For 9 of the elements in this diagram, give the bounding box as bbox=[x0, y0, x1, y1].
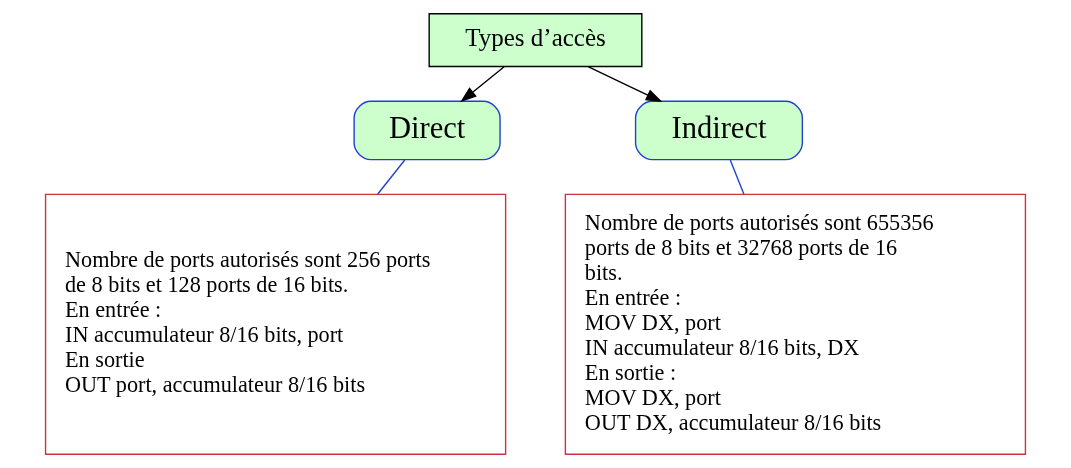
node-box: Nombre de ports autorisés sont 655356 ports de 8 bits et 32768 ports de 16 bits. En entrée : MOV DX, port IN accumulateur 8/16 bits, DX En sortie : MOV DX, port OUT DX, accumulateur 8/16 bits bbox=[564, 193, 1027, 455]
node-box: Direct bbox=[353, 100, 501, 161]
arrow bbox=[587, 65, 663, 103]
connector bbox=[377, 159, 406, 195]
arrow bbox=[460, 66, 505, 103]
node-box: Nombre de ports autorisés sont 256 ports de 8 bits et 128 ports de 16 bits. En entrée : IN accumulateur 8/16 bits, port En sortie OUT port, accumulateur 8/16 bits bbox=[44, 193, 507, 455]
connector bbox=[729, 159, 745, 195]
node-box: Types d’accès bbox=[428, 13, 643, 68]
node-box: Indirect bbox=[634, 100, 804, 161]
